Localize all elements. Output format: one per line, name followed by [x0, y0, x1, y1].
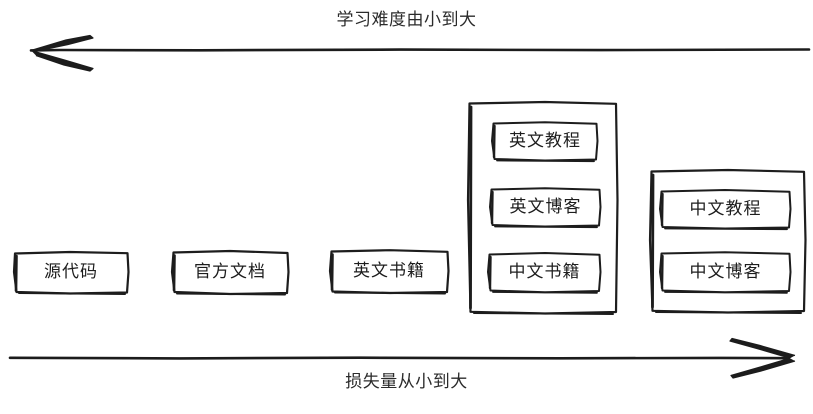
bottom-axis-arrow [8, 337, 796, 379]
node-official-docs[interactable] [170, 249, 290, 296]
node-source-code[interactable] [12, 250, 130, 295]
node-chinese-blog[interactable] [659, 251, 792, 294]
bottom-axis-label: 损失量从小到大 [345, 372, 468, 392]
group-english-group[interactable] [466, 100, 619, 315]
node-english-books[interactable] [328, 249, 450, 295]
node-english-blog[interactable] [489, 187, 602, 229]
top-axis-label: 学习难度由小到大 [336, 10, 477, 30]
node-english-tutorial[interactable] [491, 121, 599, 163]
node-chinese-books[interactable] [487, 252, 602, 294]
top-axis-arrow [29, 34, 811, 72]
node-chinese-tutorial[interactable] [659, 189, 792, 231]
group-chinese-group[interactable] [648, 168, 807, 314]
